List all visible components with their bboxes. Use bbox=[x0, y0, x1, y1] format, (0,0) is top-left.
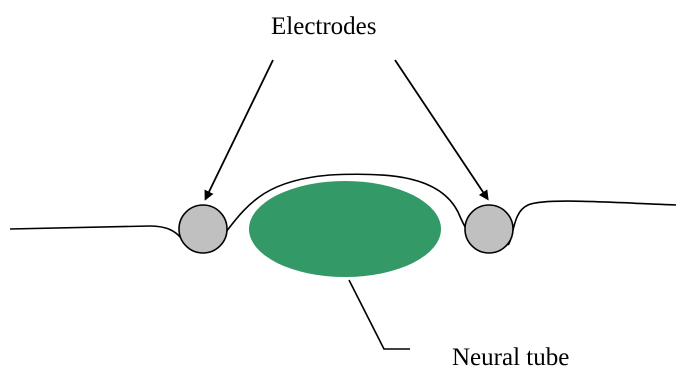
right-electrode bbox=[464, 204, 514, 254]
neural-tube-label: Neural tube bbox=[452, 344, 570, 371]
left-electrode bbox=[178, 204, 228, 254]
neural-tube-shape bbox=[249, 181, 441, 277]
neural-tube-leader-line bbox=[348, 279, 410, 350]
left-electrode-arrow bbox=[204, 59, 274, 201]
right-electrode-arrow bbox=[394, 59, 489, 201]
electrodes-label: Electrodes bbox=[271, 13, 377, 40]
